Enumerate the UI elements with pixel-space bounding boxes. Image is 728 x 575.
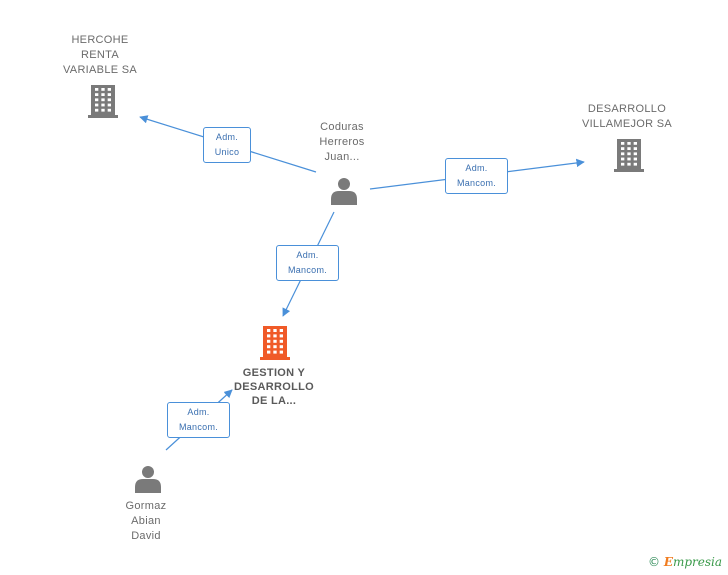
edge-label-coduras-gestion[interactable]: Adm. Mancom. [276,245,339,281]
building-icon-gestion[interactable] [260,326,290,360]
edge-label-coduras-villamejor[interactable]: Adm. Mancom. [445,158,508,194]
node-label-villamejor[interactable]: DESARROLLO VILLAMEJOR SA [581,103,673,130]
empresia-logo: © Empresia [648,555,723,569]
edge-label-coduras-hercohe[interactable]: Adm. Unico [203,127,251,163]
node-label-gormaz[interactable]: Gormaz Abian David [125,500,167,542]
person-icon-gormaz[interactable] [135,466,161,493]
person-icon-coduras[interactable] [331,178,357,205]
node-label-coduras[interactable]: Coduras Herreros Juan... [319,121,365,163]
node-label-gestion[interactable]: GESTION Y DESARROLLO DE LA... [234,367,314,407]
node-label-hercohe[interactable]: HERCOHE RENTA VARIABLE SA [62,34,138,76]
building-icon-villamejor[interactable] [614,139,644,172]
building-icon-hercohe[interactable] [88,85,118,118]
edge-label-gormaz-gestion[interactable]: Adm. Mancom. [167,402,230,438]
